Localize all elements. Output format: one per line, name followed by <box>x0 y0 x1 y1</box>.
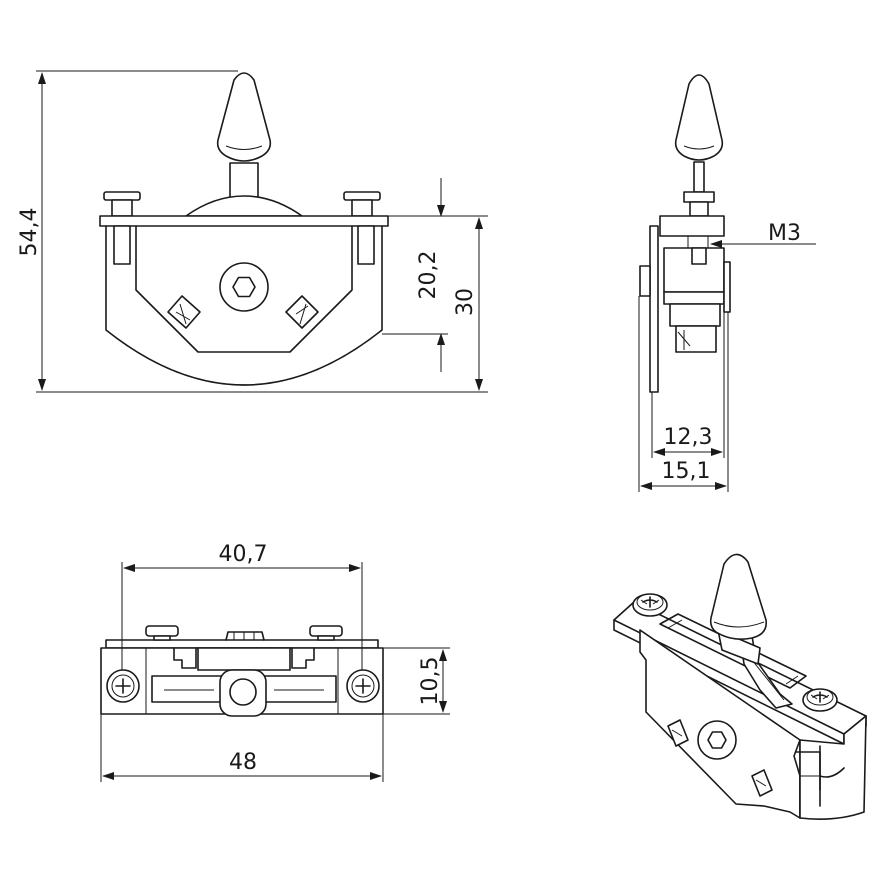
bottom-screw-head-right <box>309 625 343 637</box>
hex-socket-icon <box>232 276 256 298</box>
bottom-lever-base <box>225 631 265 641</box>
iso-terminal-right <box>751 769 773 797</box>
front-view <box>99 72 389 386</box>
dimension-body-height: 30 <box>453 217 483 391</box>
bottom-screw-head-left <box>145 625 179 637</box>
label-plate-length: 48 <box>229 750 257 775</box>
dimension-side-depth: 12,3 15,1 <box>638 296 729 492</box>
label-total-height: 54,4 <box>17 208 42 257</box>
label-body-height: 30 <box>453 288 478 316</box>
side-terminal-block <box>675 325 717 353</box>
side-top-block <box>659 215 725 237</box>
label-thread: M3 <box>768 221 801 246</box>
dimension-total-height: 54,4 <box>17 70 488 393</box>
dimension-bottom-height: 10,5 <box>383 647 450 715</box>
bottom-slider-housing <box>197 647 291 671</box>
bottom-slot-left <box>151 675 225 703</box>
front-lever-tip <box>216 72 272 162</box>
bottom-lever-center <box>229 678 257 706</box>
iso-lever-tip <box>709 553 768 640</box>
side-lever-stem <box>689 201 709 217</box>
bottom-plate-edge <box>105 639 379 649</box>
side-rear-tab <box>723 261 731 313</box>
front-top-plate <box>99 215 389 227</box>
label-mount-hole-spacing: 40,7 <box>219 542 268 567</box>
front-terminal-right <box>285 295 319 329</box>
front-post-right <box>357 225 375 265</box>
front-screw-right <box>343 191 381 217</box>
front-terminal-left <box>167 295 201 329</box>
dimension-mount-hole-spacing: 40,7 <box>121 542 363 670</box>
side-view <box>639 74 731 393</box>
iso-screw-right <box>802 688 838 712</box>
iso-body-bottom <box>799 715 867 820</box>
phillips-screw-icon <box>106 669 140 703</box>
side-lever-shaft <box>693 161 705 193</box>
front-post-left <box>113 225 131 265</box>
side-lower-block <box>669 303 721 327</box>
side-mount-tab <box>639 265 651 297</box>
front-screw-left <box>103 191 141 217</box>
side-lever-tip <box>674 74 724 161</box>
iso-lever-base <box>717 629 761 665</box>
iso-terminal-left <box>667 719 689 747</box>
bottom-view <box>100 625 384 717</box>
front-dome <box>185 195 303 217</box>
phillips-screw-icon <box>346 669 380 703</box>
label-lever-plate-height: 20,2 <box>416 251 441 300</box>
front-hex-screw <box>219 262 269 312</box>
dimension-plate-length: 48 <box>100 714 384 782</box>
isometric-view <box>613 553 867 820</box>
side-mount-plate <box>649 225 659 393</box>
bottom-slot-right <box>263 675 337 703</box>
dimension-thread: M3 <box>710 221 816 248</box>
front-body <box>105 225 383 386</box>
label-bottom-height: 10,5 <box>418 657 443 706</box>
hex-socket-icon <box>707 731 727 749</box>
front-lever-neck <box>229 162 259 200</box>
front-body-cutout <box>135 225 353 353</box>
dimension-lever-plate-height: 20,2 <box>382 178 488 372</box>
iso-screw-left <box>632 593 668 617</box>
label-side-depth-inner: 12,3 <box>664 425 713 450</box>
iso-hex-screw <box>697 720 737 760</box>
label-side-depth-outer: 15,1 <box>662 459 711 484</box>
side-lever-collar <box>683 191 715 203</box>
